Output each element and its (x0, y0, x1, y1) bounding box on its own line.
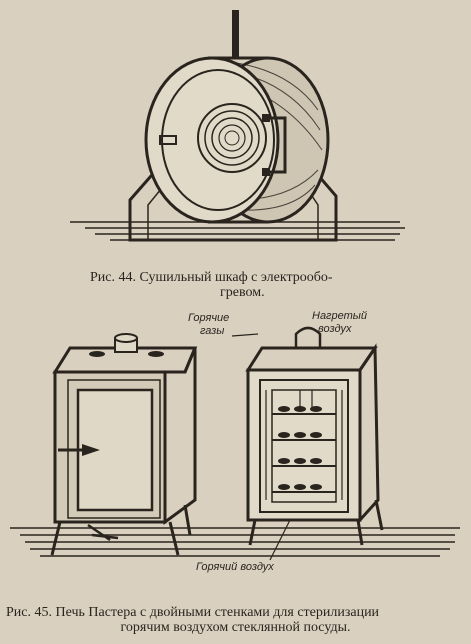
label-hot-gases-line2: газы (200, 325, 225, 337)
figure-45-caption-line1: Рис. 45. Печь Пастера с двойными стенкам… (6, 605, 380, 620)
label-heated-air-line2: воздух (318, 323, 352, 335)
label-hot-air: Горячий воздух (196, 561, 274, 573)
figure-44-caption-line2: гревом. (220, 285, 265, 300)
label-heated-air-line1: Нагретый (312, 310, 367, 322)
figure-45-caption-line2: горячим воздухом стеклянной посуды. (120, 620, 351, 635)
oven-cutaway-drawing (231, 326, 384, 561)
figure-44-caption-line1: Рис. 44. Сушильный шкаф с электрообо- (90, 270, 333, 285)
figure-44-caption: Рис. 44. Сушильный шкаф с электрообо- гр… (0, 270, 471, 300)
label-hot-gases-line1: Горячие (188, 312, 230, 324)
figure-44-illustration (0, 0, 471, 262)
oven-exterior-drawing (50, 333, 198, 556)
figure-45-caption: Рис. 45. Печь Пастера с двойными стенкам… (0, 605, 471, 635)
figure-45-illustration (0, 310, 471, 600)
